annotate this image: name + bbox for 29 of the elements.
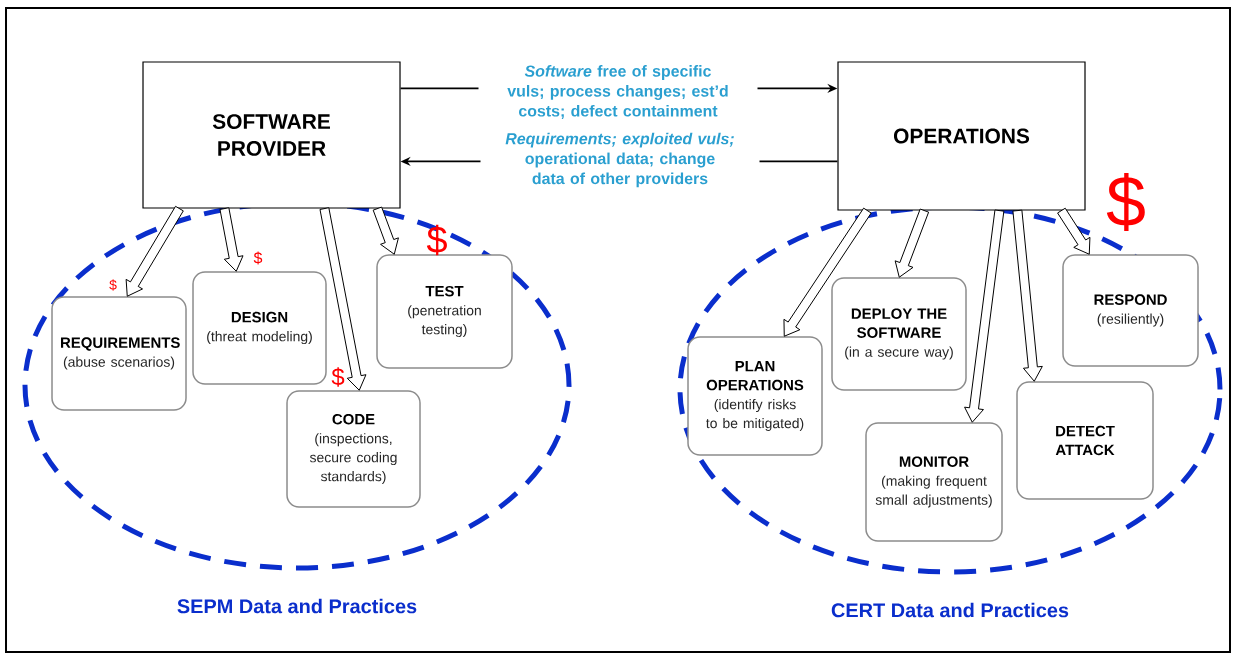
hollow-arrow	[1057, 207, 1091, 255]
hollow-arrow	[964, 209, 1005, 423]
group-caption: SEPM Data and Practices	[177, 598, 417, 614]
hollow-arrow	[219, 207, 244, 272]
hollow-arrow	[372, 206, 399, 255]
practice-box: MONITOR (making frequent small adjustments)	[865, 422, 1003, 542]
process-box: OPERATIONS	[837, 61, 1086, 211]
practice-box: RESPOND (resiliently)	[1062, 254, 1199, 367]
dollar-sign: $	[253, 251, 263, 265]
group-caption: CERT Data and Practices	[831, 602, 1069, 618]
dollar-sign: $	[109, 279, 117, 291]
practice-box: DEPLOY THE SOFTWARE (in a secure way)	[831, 277, 967, 391]
practice-box: DESIGN (threat modeling)	[192, 271, 327, 385]
dollar-sign: $	[331, 367, 345, 387]
practice-box: DETECT ATTACK	[1016, 381, 1154, 500]
edge-label: Software free of specific vuls; process changes; est’d costs; defect containment	[478, 63, 758, 121]
dollar-sign: $	[426, 224, 447, 256]
practice-box: PLAN OPERATIONS (identify risks to be mitigated)	[687, 336, 823, 456]
process-box: SOFTWARE PROVIDER	[142, 61, 401, 209]
edge-label: Requirements; exploited vuls; operational data; change data of other providers	[480, 130, 760, 190]
hollow-arrow	[125, 205, 184, 297]
hollow-arrow	[319, 207, 367, 391]
hollow-arrow	[1012, 209, 1043, 382]
practice-box: REQUIREMENTS (abuse scenarios)	[51, 296, 187, 411]
dollar-sign: $	[1106, 172, 1145, 232]
hollow-arrow	[894, 208, 930, 278]
practice-box: CODE (inspections, secure coding standards)	[286, 390, 421, 508]
hollow-arrow	[783, 207, 872, 337]
practice-box: TEST (penetration testing)	[376, 254, 513, 369]
